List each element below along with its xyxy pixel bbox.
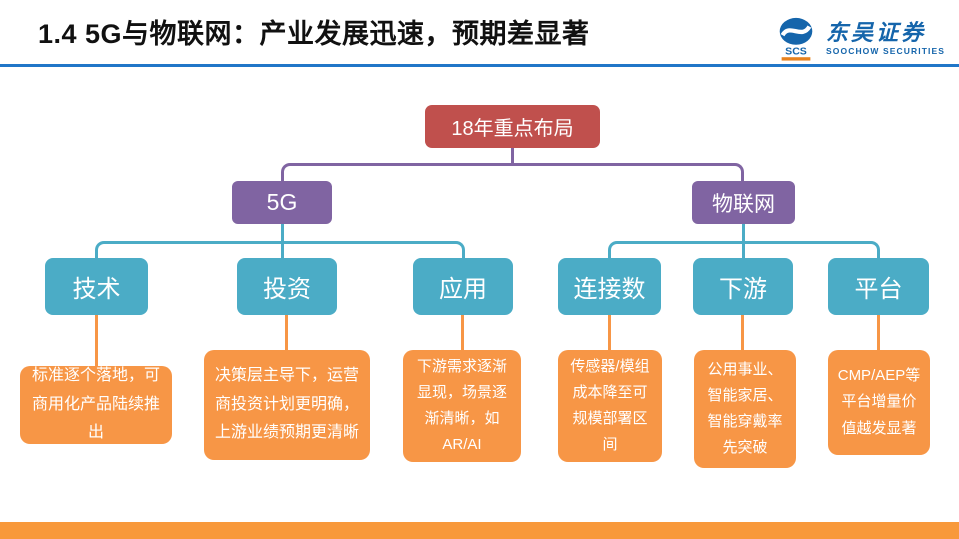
header-divider (0, 64, 959, 67)
connector-root-bracket (281, 163, 744, 181)
detail-node-investment: 决策层主导下，运营商投资计划更明确，上游业绩预期更清晰 (204, 350, 370, 460)
connector-application-stub (461, 315, 464, 350)
footer-bar (0, 522, 959, 539)
category-node-platform: 平台 (828, 258, 929, 315)
category-node-tech: 技术 (45, 258, 148, 315)
detail-node-platform: CMP/AEP等平台增量价值越发显著 (828, 350, 930, 455)
connector-connections-stub (608, 315, 611, 350)
logo-icon-letters: SCS (785, 45, 807, 57)
branch-node-5g: 5G (232, 181, 332, 224)
root-node: 18年重点布局 (425, 105, 600, 148)
logo-en-name: SOOCHOW SECURITIES (826, 46, 945, 57)
detail-node-downstream: 公用事业、智能家居、智能穿戴率先突破 (694, 350, 796, 468)
connector-5g-bracket (95, 241, 465, 258)
connector-tech-stub (95, 315, 98, 366)
connector-investment-stub (285, 315, 288, 350)
connector-iot-bracket (608, 241, 880, 258)
category-node-downstream: 下游 (693, 258, 793, 315)
detail-node-application: 下游需求逐渐显现，场景逐渐清晰，如AR/AI (403, 350, 521, 462)
branch-node-iot: 物联网 (692, 181, 795, 224)
soochow-securities-logo: SCS 东吴证券 SOOCHOW SECURITIES (773, 15, 945, 63)
category-node-connections: 连接数 (558, 258, 661, 315)
category-node-application: 应用 (413, 258, 513, 315)
connector-downstream-stub (741, 315, 744, 350)
detail-node-tech: 标准逐个落地，可商用化产品陆续推出 (20, 366, 172, 444)
connector-platform-stub (877, 315, 880, 350)
category-node-investment: 投资 (237, 258, 337, 315)
detail-node-connections: 传感器/模组成本降至可规模部署区间 (558, 350, 662, 462)
logo-cn-name: 东吴证券 (826, 20, 927, 46)
page-title: 1.4 5G与物联网：产业发展迅速，预期差显著 (38, 19, 590, 49)
connector-root-stub (511, 148, 514, 164)
soochow-logo-icon: SCS (779, 17, 813, 61)
